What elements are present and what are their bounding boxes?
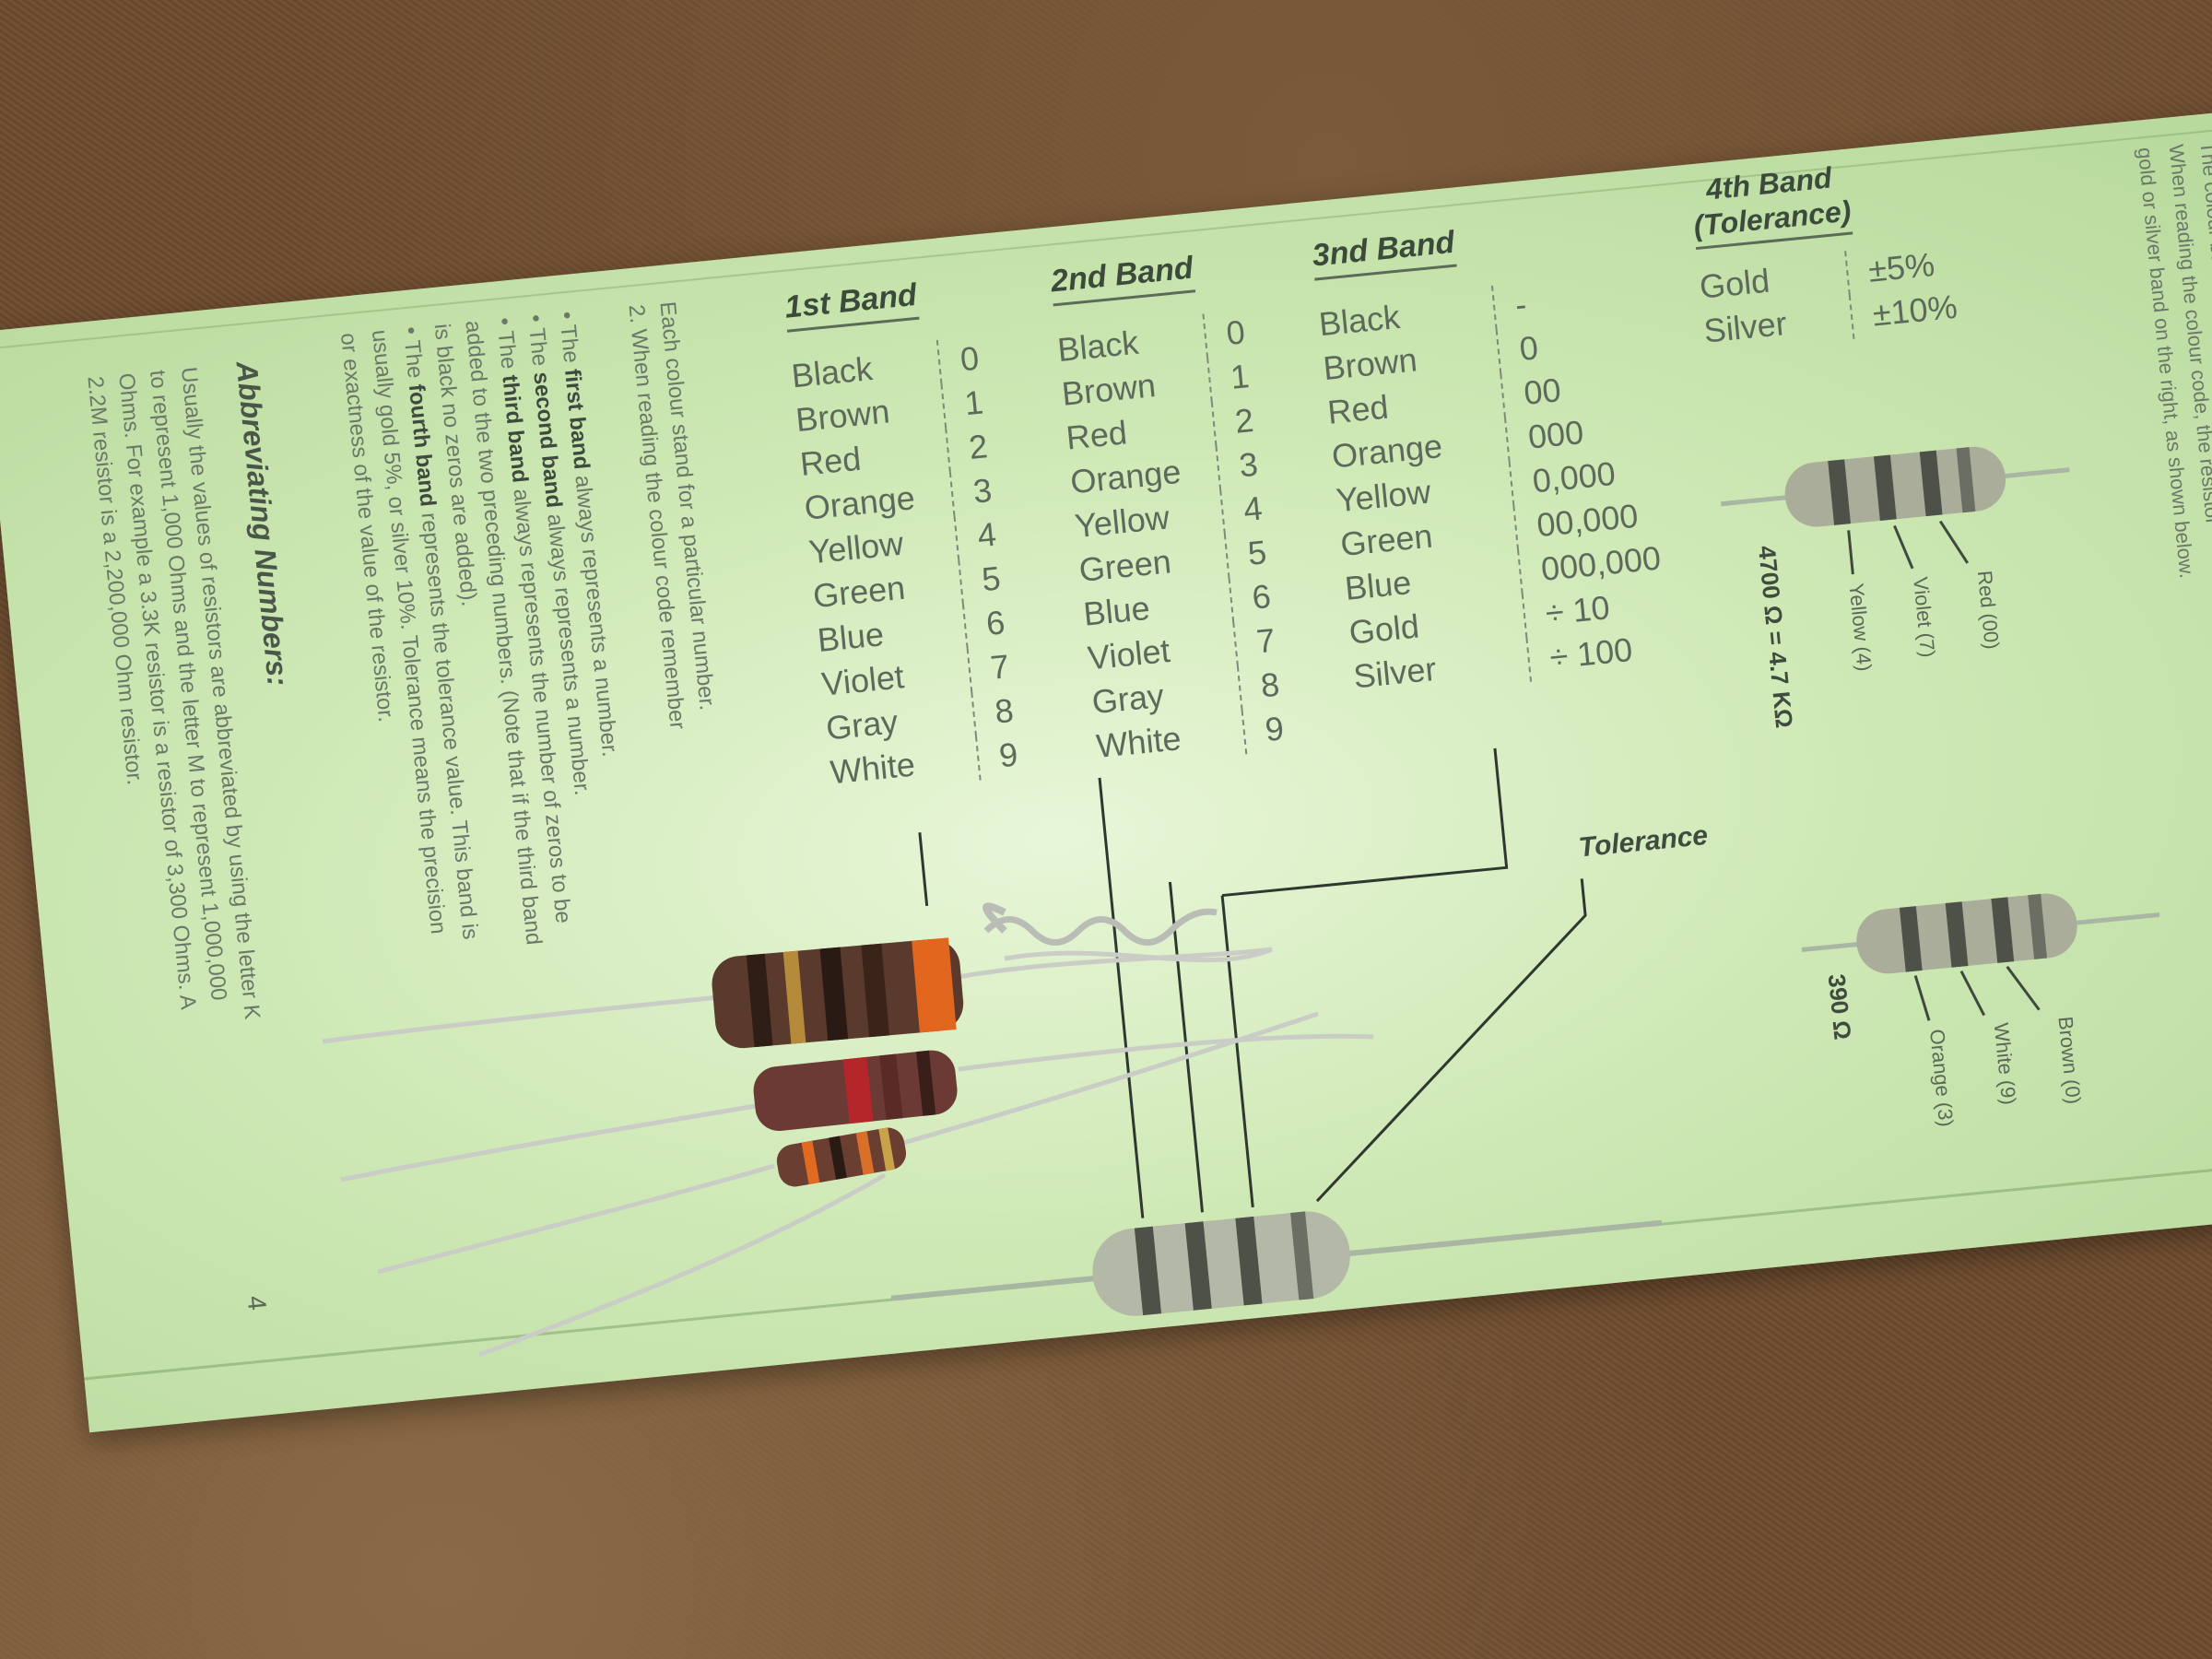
small-resistor — [776, 1127, 907, 1187]
large-resistor — [712, 937, 964, 1049]
twisted-lead — [983, 908, 1218, 946]
example-resistor-2 — [1801, 893, 2160, 1021]
resistor-colour-code-sheet: 1st Band 2nd Band 3nd Band 4th Band (Tol… — [0, 110, 2212, 1433]
printed-diagrams — [890, 446, 2160, 1316]
resistor-leads — [322, 947, 1374, 1358]
main-diagram-resistor — [890, 1211, 1663, 1316]
example-resistor-1 — [1720, 446, 2070, 575]
bent-lead — [982, 902, 1007, 934]
band-pointer-lines — [918, 747, 1587, 1218]
medium-resistor — [753, 1050, 958, 1132]
